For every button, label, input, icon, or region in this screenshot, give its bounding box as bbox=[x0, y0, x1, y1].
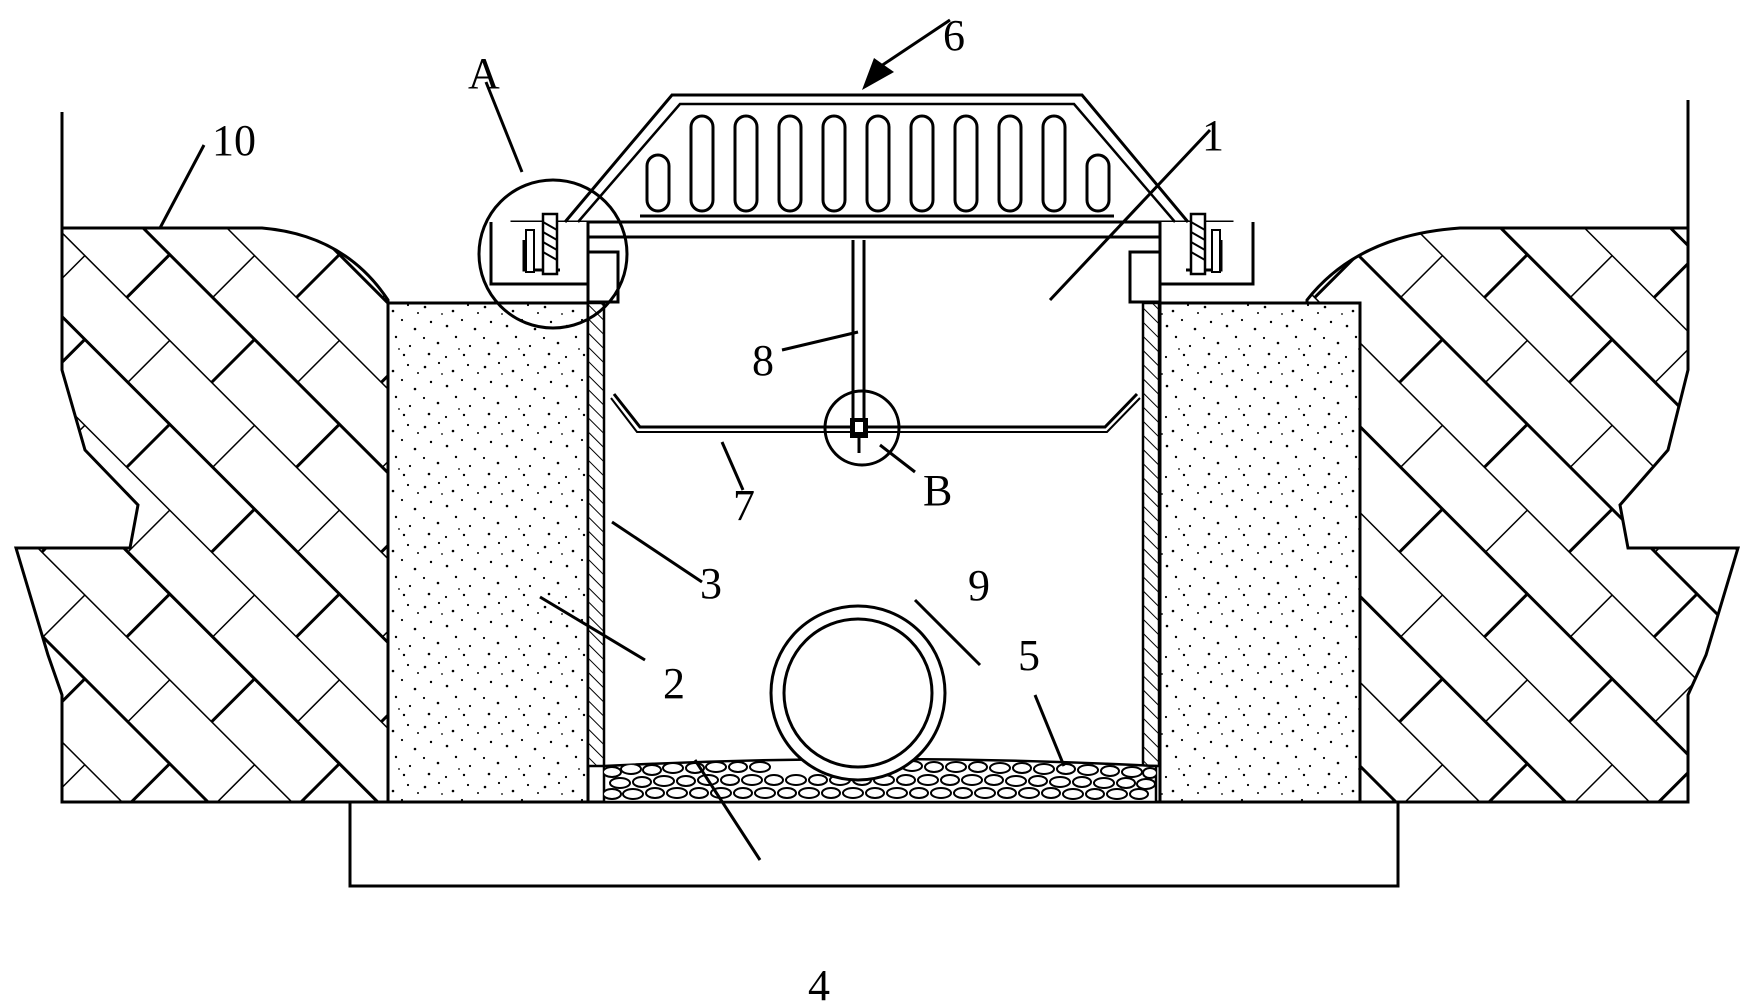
label-a: A bbox=[468, 49, 500, 98]
label-1: 1 bbox=[1202, 111, 1224, 160]
concrete-right bbox=[1160, 303, 1360, 802]
wall-right bbox=[1143, 303, 1159, 766]
label-10: 10 bbox=[212, 116, 256, 165]
concrete-left bbox=[388, 303, 588, 802]
grate bbox=[565, 95, 1188, 222]
ground-right bbox=[1307, 100, 1738, 802]
label-5: 5 bbox=[1018, 631, 1040, 680]
arrow-head-6 bbox=[862, 58, 894, 90]
hanging-rod bbox=[850, 240, 868, 453]
label-4: 4 bbox=[808, 961, 830, 1002]
ground-left bbox=[16, 112, 388, 802]
filter-basket bbox=[611, 394, 1140, 432]
label-9: 9 bbox=[968, 561, 990, 610]
label-b: B bbox=[923, 466, 952, 515]
label-3: 3 bbox=[700, 559, 722, 608]
label-2: 2 bbox=[663, 659, 685, 708]
drain-pipe bbox=[771, 606, 945, 780]
label-8: 8 bbox=[752, 336, 774, 385]
base-slab bbox=[350, 802, 1398, 886]
label-6: 6 bbox=[943, 11, 965, 60]
label-7: 7 bbox=[733, 481, 755, 530]
wall-left bbox=[588, 303, 604, 766]
